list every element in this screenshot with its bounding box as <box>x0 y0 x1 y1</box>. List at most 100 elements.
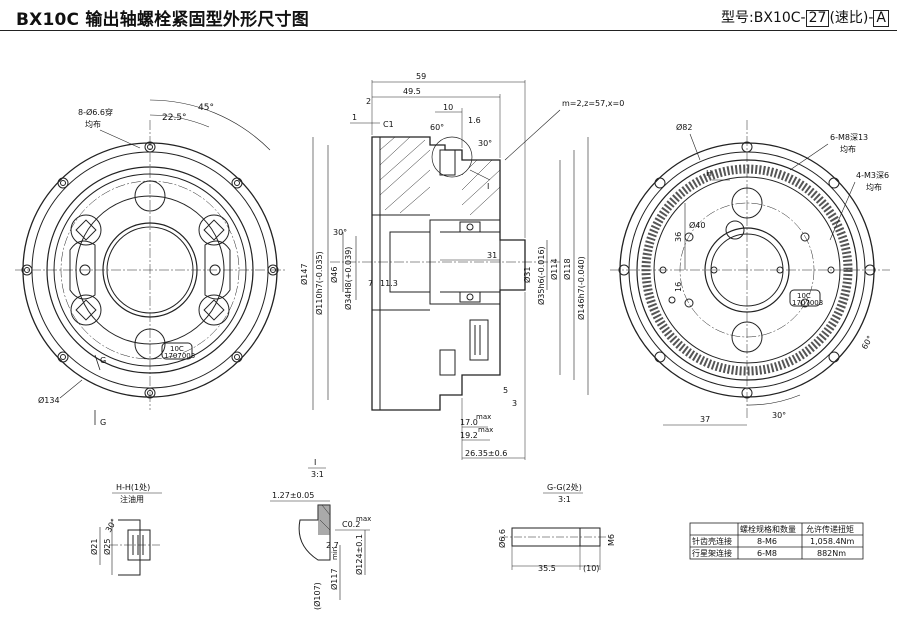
dim-5: 5 <box>503 386 508 395</box>
angle-label-45: 45° <box>198 103 214 113</box>
bolt-holes-left <box>21 141 279 399</box>
holes-m8: 6-M8深13 <box>830 133 868 142</box>
drawing-title: BX10C 输出轴螺栓紧固型外形尺寸图 <box>16 10 309 30</box>
dim-11-3: 11.3 <box>380 279 398 288</box>
dim-1: 1 <box>352 113 357 122</box>
dia-146: Ø146h7(-0.040) <box>576 256 586 320</box>
dim-36: 36 <box>674 232 683 242</box>
detail-hh-angle: 30° <box>104 517 119 534</box>
ratio-note: (速比)- <box>829 10 874 26</box>
angle-60: 60° <box>430 123 444 132</box>
dia-31: Ø31 <box>522 267 532 283</box>
detail-i-d117-min: min <box>331 547 339 560</box>
detail-i-d124: Ø124±0.1 <box>354 534 364 575</box>
dia-114: Ø114 <box>549 258 559 280</box>
detail-gg-dim-35-5: 35.5 <box>538 564 556 573</box>
angle-30-right: 30° <box>772 411 786 420</box>
detail-i-c02: C0.2 <box>342 520 360 529</box>
table-row2-torque: 882Nm <box>817 549 846 558</box>
holes-m3: 4-M3深6 <box>856 171 889 180</box>
section-g-top: G <box>100 356 106 365</box>
nameplate-right-1: 10C <box>797 292 811 300</box>
hole-spec-label: 8-Ø6.6穿 <box>78 107 113 117</box>
detail-gg-title: G-G(2处) <box>547 482 582 492</box>
section-h: H <box>706 169 712 178</box>
detail-i-marker: I <box>487 182 489 191</box>
table-row2-spec: 6-M8 <box>757 549 777 558</box>
dim-19-2-max: max <box>478 426 493 434</box>
nameplate-right-2: 1707003 <box>792 299 823 307</box>
variant-box: A <box>873 10 889 27</box>
dim-59: 59 <box>416 72 426 81</box>
side-section-view: I 59 49.5 10 2 1 C1 60° 1.6 30° m=2,z=57… <box>299 72 624 460</box>
detail-i-d117: Ø117 <box>329 568 339 590</box>
table-row2-name: 行星架连接 <box>692 548 732 558</box>
dim-49-5: 49.5 <box>403 87 421 96</box>
detail-i-dim-2-7: 2.7 <box>326 541 339 550</box>
dim-26-35: 26.35±0.6 <box>465 449 507 458</box>
right-front-view: 10C 1707003 Ø82 6-M8深13 均布 4-M3深6 均布 H Ø… <box>610 120 890 426</box>
dia-40: Ø40 <box>689 220 705 230</box>
detail-hh-title: H-H(1处) <box>116 482 150 492</box>
nameplate-left-1: 10C <box>170 345 184 353</box>
dia-82: Ø82 <box>676 122 692 132</box>
table-row1-spec: 8-M6 <box>757 537 777 546</box>
dia-34: Ø34H8(+0.039) <box>343 247 353 310</box>
angle-label-22-5: 22.5° <box>162 113 187 123</box>
dim-7: 7 <box>368 279 373 288</box>
ratio-box: 27 <box>805 10 830 27</box>
dia-46: Ø46 <box>329 267 339 283</box>
chamfer-c1: C1 <box>383 120 394 129</box>
detail-i-c02-max: max <box>356 515 371 523</box>
gear-spec: m=2,z=57,x=0 <box>562 99 624 108</box>
table-row1-torque: 1,058.4Nm <box>810 537 855 546</box>
detail-gg-dim-10: (10) <box>583 564 599 573</box>
title-bar: BX10C 输出轴螺栓紧固型外形尺寸图 型号:BX10C-27(速比)-A <box>0 0 897 31</box>
dim-16: 16 <box>674 282 683 292</box>
dia-134-label: Ø134 <box>38 395 60 405</box>
nameplate-left-2: 1707003 <box>164 352 195 360</box>
detail-i-scale: 3:1 <box>311 470 324 479</box>
detail-g-g: G-G(2处) 3:1 Ø6.6 M6 35.5 (10) <box>497 482 616 573</box>
detail-hh-d21: Ø21 <box>89 539 99 555</box>
angle-30-top: 30° <box>478 139 492 148</box>
table-header-spec: 螺栓规格和数量 <box>740 524 796 534</box>
table-header-torque: 允许传递扭矩 <box>806 524 854 534</box>
dim-31: 31 <box>487 251 497 260</box>
holes-m8-2: 均布 <box>840 144 856 154</box>
dia-35: Ø35h6(-0.016) <box>536 246 546 305</box>
detail-gg-scale: 3:1 <box>558 495 571 504</box>
dim-10: 10 <box>443 103 453 112</box>
dim-2: 2 <box>366 97 371 106</box>
bolt-table: 螺栓规格和数量 允许传递扭矩 针齿壳连接 8-M6 1,058.4Nm 行星架连… <box>689 522 864 560</box>
hole-spec-label-2: 均布 <box>85 119 101 129</box>
detail-gg-m6: M6 <box>607 534 616 546</box>
detail-h-h: H-H(1处) 注油用 30° Ø21 Ø25 <box>89 482 162 576</box>
detail-i-title: I <box>314 458 316 467</box>
angle-30-left: 30° <box>333 228 347 237</box>
dim-3: 3 <box>512 399 517 408</box>
section-g-bottom: G <box>100 418 106 427</box>
detail-gg-d66: Ø6.6 <box>497 529 507 548</box>
hatching-upper <box>379 136 501 216</box>
dim-19-2: 19.2 <box>460 431 478 440</box>
dim-37: 37 <box>700 415 710 424</box>
angle-60-right: 60° <box>860 334 875 351</box>
detail-i: I 3:1 1.27±0.05 C0.2 max 2.7 Ø117 min Ø1… <box>270 458 371 610</box>
detail-hh-d25: Ø25 <box>102 539 112 555</box>
dim-1-6: 1.6 <box>468 116 481 125</box>
table-row1-name: 针齿壳连接 <box>692 536 732 546</box>
left-front-view: 45° 22.5° 8-Ø6.6穿 均布 10C 1707003 G G Ø13… <box>15 99 285 427</box>
detail-hh-subtitle: 注油用 <box>120 494 144 504</box>
dim-17-max: max <box>476 413 491 421</box>
dim-17: 17.0 <box>460 418 478 427</box>
detail-i-dim-1-27: 1.27±0.05 <box>272 491 314 500</box>
model-prefix: 型号:BX10C- <box>721 10 806 26</box>
dia-110: Ø110h7(-0.035) <box>314 251 324 315</box>
model-code: 型号:BX10C-27(速比)-A <box>721 7 889 27</box>
engineering-drawing: 45° 22.5° 8-Ø6.6穿 均布 10C 1707003 G G Ø13… <box>15 72 890 610</box>
detail-i-d107: (Ø107) <box>312 582 322 610</box>
dia-118: Ø118 <box>562 258 572 280</box>
dia-147: Ø147 <box>299 263 309 285</box>
holes-m3-2: 均布 <box>866 182 882 192</box>
